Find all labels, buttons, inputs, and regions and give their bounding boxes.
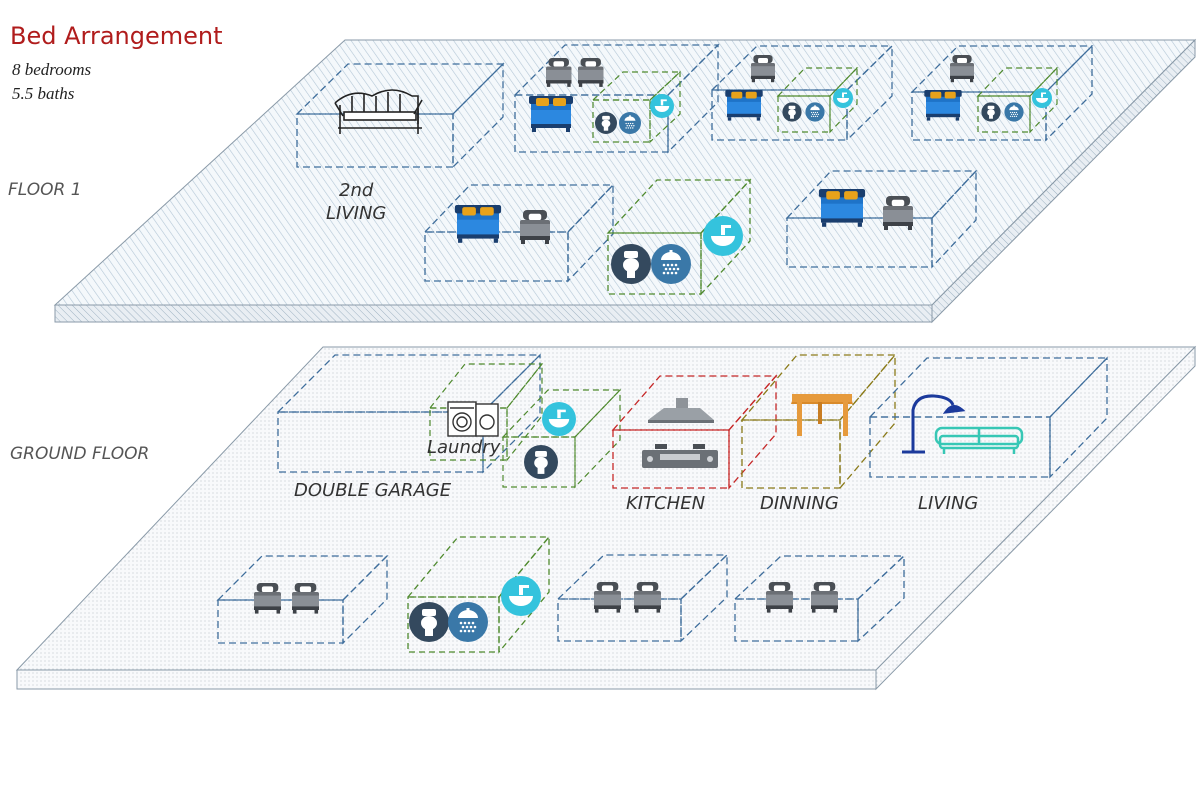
single-bed-icon	[882, 195, 914, 231]
single-bed-icon	[810, 581, 839, 614]
washing-machine-icon	[447, 401, 499, 437]
single-bed-icon	[545, 57, 573, 88]
bath-f1-c	[976, 66, 1059, 134]
room-label-kitchen: KITCHEN	[626, 493, 706, 514]
single-bed-icon	[765, 581, 794, 614]
single-bed-icon	[949, 54, 975, 83]
room-label-2nd: 2nd	[339, 180, 374, 201]
double-bed-icon	[529, 96, 573, 132]
toilet-icon	[981, 102, 1001, 122]
single-bed-icon	[577, 57, 605, 88]
sink-icon	[542, 402, 576, 436]
double-bed-icon	[725, 90, 763, 121]
bath-count: 5.5 baths	[12, 84, 75, 103]
bath-f1-a	[591, 70, 682, 144]
shower-icon	[651, 244, 691, 284]
room-label-laundry: Laundry	[427, 437, 501, 458]
single-bed-icon	[633, 581, 662, 614]
double-bed-icon	[924, 90, 962, 121]
toilet-icon	[595, 112, 617, 134]
sink-icon	[650, 94, 674, 118]
bath-ground-full	[406, 535, 551, 654]
stove-icon	[642, 444, 718, 468]
floor-lamp-icon	[902, 394, 966, 454]
ground-floor-slab	[15, 345, 1197, 691]
single-bed-icon	[750, 54, 776, 83]
sofa-icon	[934, 426, 1024, 454]
double-bed-icon	[818, 189, 866, 227]
ground-floor-label: GROUND FLOOR	[10, 444, 150, 464]
bedroom-count: 8 bedrooms	[12, 60, 92, 79]
double-bed-icon	[454, 205, 502, 243]
bath-f1-d	[606, 178, 752, 296]
single-bed-icon	[593, 581, 622, 614]
single-bed-icon	[291, 582, 320, 615]
toilet-icon	[611, 244, 651, 284]
shower-icon	[1004, 102, 1024, 122]
room-bedroom-f1-c	[910, 44, 1094, 142]
room-label-living-2nd: LIVING	[326, 203, 387, 224]
daybed-icon	[334, 89, 423, 134]
sink-icon	[703, 216, 743, 256]
room-double-garage	[276, 353, 542, 474]
sink-icon	[501, 576, 541, 616]
toilet-icon	[524, 445, 558, 479]
single-bed-icon	[253, 582, 282, 615]
room-kitchen	[611, 374, 778, 490]
single-bed-icon	[519, 209, 551, 245]
shower-icon	[805, 102, 825, 122]
bath-f1-b	[776, 66, 859, 134]
room-dining	[740, 353, 897, 490]
toilet-icon	[409, 602, 449, 642]
shower-icon	[448, 602, 488, 642]
sink-icon	[833, 88, 853, 108]
dining-table-icon	[791, 394, 853, 436]
room-bedroom-f1-a	[513, 43, 720, 154]
room-living	[868, 356, 1109, 479]
room-bedroom-f1-b	[710, 44, 894, 142]
shower-icon	[619, 112, 641, 134]
bath-ground-half	[501, 388, 622, 489]
floor-1-label: FLOOR 1	[8, 180, 82, 200]
room-label-living: LIVING	[918, 493, 979, 514]
range-hood-icon	[648, 398, 714, 423]
page-title: Bed Arrangement	[10, 22, 223, 50]
room-label-garage: DOUBLE GARAGE	[294, 480, 452, 501]
sink-icon	[1032, 88, 1052, 108]
toilet-icon	[782, 102, 802, 122]
room-label-dining: DINNING	[760, 493, 839, 514]
